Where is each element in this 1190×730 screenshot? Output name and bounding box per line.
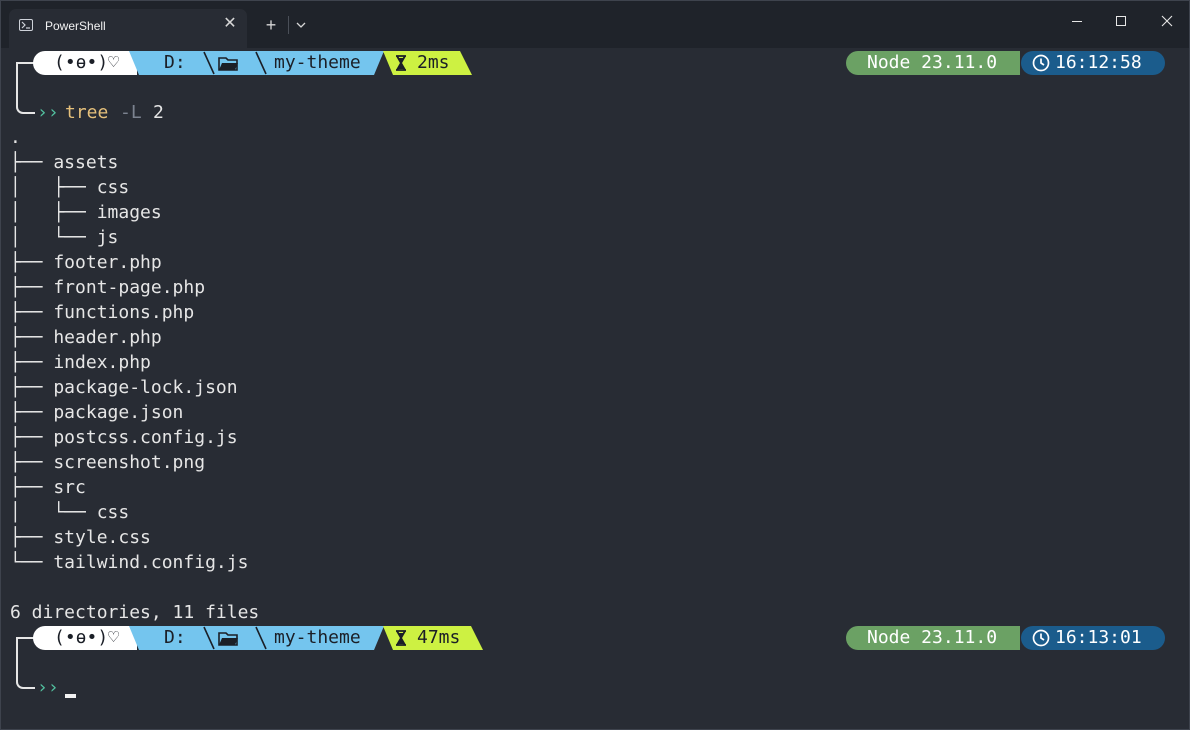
output-line: ├── footer.php bbox=[10, 252, 162, 273]
output-line: ├── screenshot.png bbox=[10, 452, 206, 473]
hourglass-icon bbox=[395, 630, 407, 646]
separator-icon bbox=[251, 51, 271, 75]
output-line: ├── assets bbox=[10, 152, 119, 173]
clock-segment: 16:12:58 bbox=[1021, 51, 1165, 75]
clock-icon bbox=[1032, 629, 1050, 647]
node-version: Node 23.11.0 bbox=[867, 627, 998, 648]
duration-segment: 47ms bbox=[383, 626, 483, 650]
node-segment: Node 23.11.0 bbox=[846, 626, 1020, 650]
prompt-bracket-bottom bbox=[16, 100, 35, 114]
dropdown-icon[interactable] bbox=[294, 16, 308, 34]
output-line: ├── src bbox=[10, 477, 86, 498]
output-summary: 6 directories, 11 files bbox=[10, 602, 260, 623]
path-segment: D: my-theme bbox=[129, 626, 384, 650]
folder-icon bbox=[218, 631, 239, 646]
output-line: ├── index.php bbox=[10, 352, 151, 373]
command-arg: 2 bbox=[153, 102, 164, 123]
title-bar: PowerShell ✕ + bbox=[1, 1, 1189, 48]
command-name: tree bbox=[65, 102, 109, 123]
kaomoji-segment: (•ө•)♡ bbox=[33, 51, 137, 75]
output-line: ├── postcss.config.js bbox=[10, 427, 238, 448]
tab-close-button[interactable]: ✕ bbox=[223, 15, 237, 32]
output-line: │ ├── images bbox=[10, 202, 162, 223]
prompt-arrow: ›› bbox=[37, 102, 59, 123]
folder-name: my-theme bbox=[274, 627, 361, 648]
path-segment: D: my-theme bbox=[129, 51, 384, 75]
tab-powershell[interactable]: PowerShell ✕ bbox=[9, 9, 247, 48]
maximize-icon[interactable] bbox=[1111, 11, 1131, 31]
output-line: ├── front-page.php bbox=[10, 277, 206, 298]
minimize-icon[interactable] bbox=[1067, 11, 1087, 31]
terminal-content[interactable]: (•ө•)♡ D: my-theme 2ms Node 23.11.0 16:1… bbox=[1, 48, 1189, 729]
output-line: │ ├── css bbox=[10, 177, 130, 198]
kaomoji: (•ө•)♡ bbox=[54, 52, 120, 73]
separator-icon bbox=[199, 51, 219, 75]
new-tab-button[interactable]: + bbox=[265, 15, 277, 35]
output-line: └── tailwind.config.js bbox=[10, 552, 249, 573]
prompt-bracket-bottom bbox=[16, 675, 35, 689]
prompt-arrow: ›› bbox=[37, 677, 59, 698]
clock-segment: 16:13:01 bbox=[1021, 626, 1165, 650]
powershell-icon bbox=[19, 19, 33, 31]
clock-time: 16:12:58 bbox=[1055, 52, 1142, 73]
folder-name: my-theme bbox=[274, 52, 361, 73]
output-line: ├── package-lock.json bbox=[10, 377, 238, 398]
hourglass-icon bbox=[395, 55, 407, 71]
duration: 2ms bbox=[417, 52, 450, 73]
tab-title: PowerShell bbox=[45, 19, 106, 33]
text-cursor bbox=[65, 694, 76, 698]
node-segment: Node 23.11.0 bbox=[846, 51, 1020, 75]
output-line: ├── functions.php bbox=[10, 302, 195, 323]
clock-icon bbox=[1032, 54, 1050, 72]
close-icon[interactable] bbox=[1157, 11, 1177, 31]
drive-label: D: bbox=[164, 52, 186, 73]
duration: 47ms bbox=[417, 627, 461, 648]
output-line: ├── style.css bbox=[10, 527, 151, 548]
output-line: . bbox=[10, 127, 21, 148]
output-line: ├── package.json bbox=[10, 402, 184, 423]
kaomoji-segment: (•ө•)♡ bbox=[33, 626, 137, 650]
output-line: │ └── css bbox=[10, 502, 130, 523]
drive-label: D: bbox=[164, 627, 186, 648]
separator-icon bbox=[251, 626, 271, 650]
output-line: ├── header.php bbox=[10, 327, 162, 348]
prompt-bracket-side bbox=[16, 62, 18, 102]
duration-segment: 2ms bbox=[383, 51, 472, 75]
prompt-bracket-side bbox=[16, 637, 18, 677]
clock-time: 16:13:01 bbox=[1055, 627, 1142, 648]
kaomoji: (•ө•)♡ bbox=[54, 627, 120, 648]
separator-icon bbox=[199, 626, 219, 650]
node-version: Node 23.11.0 bbox=[867, 52, 998, 73]
tab-separator bbox=[288, 16, 289, 34]
folder-icon bbox=[218, 56, 239, 71]
command-flag: -L bbox=[120, 102, 142, 123]
output-line: │ └── js bbox=[10, 227, 119, 248]
